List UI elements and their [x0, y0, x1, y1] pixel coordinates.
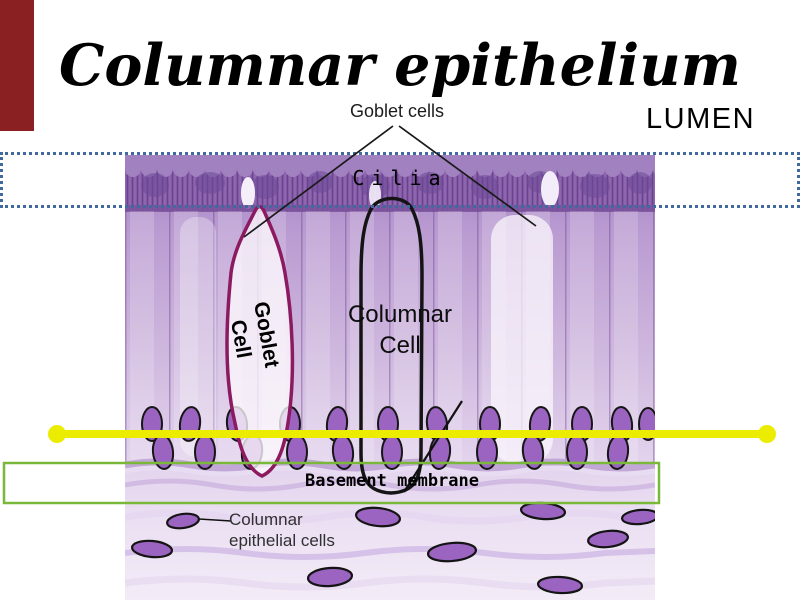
goblet-pointer-line-right [398, 125, 537, 227]
basement-membrane-label: Basement membrane [305, 471, 479, 491]
columnar-cell-label-line2: Cell [379, 332, 421, 359]
lumen-label: LUMEN [646, 103, 756, 135]
yellow-line-right-endpoint [758, 425, 776, 443]
columnar-epithelial-cells-label: Columnar epithelial cells [229, 509, 335, 551]
connective-nuclei [130, 501, 655, 595]
green-highlight-box [2, 461, 661, 505]
columnar-cell-label-line1: Columnar [347, 301, 453, 328]
columnar-epithelial-cells-label-line2: epithelial cells [229, 531, 335, 550]
yellow-line-left-endpoint [48, 425, 66, 443]
red-corner-bar [0, 0, 34, 131]
goblet-pointer-line-left [243, 125, 394, 238]
basement-pointer-line [403, 400, 463, 493]
goblet-cell-outline [225, 204, 295, 478]
columnar-epithelial-cells-label-line1: Columnar [229, 510, 303, 529]
cilia-band [125, 155, 655, 212]
columnar-epithelial-pointer-line [198, 518, 232, 522]
tissue-illustration [125, 155, 655, 600]
columnar-cell-outline [359, 196, 424, 495]
diagram-title: Columnar epithelium [59, 32, 741, 99]
goblet-cells-label: Goblet cells [349, 101, 445, 121]
columnar-cell-label: Columnar Cell [330, 299, 470, 361]
selection-rectangle [0, 152, 800, 208]
cilia-label: Cilia [352, 166, 448, 190]
